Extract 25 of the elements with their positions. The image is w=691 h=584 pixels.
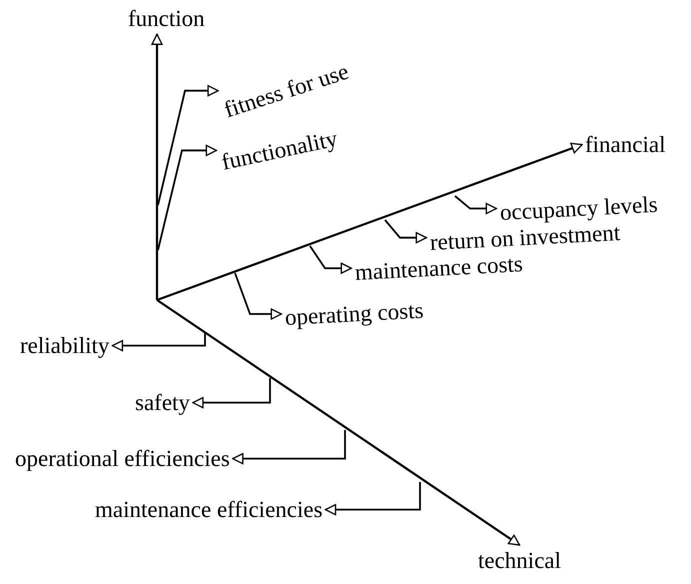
axis-label: maintenance efficiencies — [95, 497, 323, 522]
branch-arrow — [234, 272, 282, 320]
axis-label: safety — [135, 390, 190, 416]
axis-label: functionality — [219, 126, 340, 176]
branch-arrow — [324, 482, 421, 516]
axis-label: occupancy levels — [499, 192, 658, 226]
branch-arrow — [454, 195, 497, 214]
branch-arrow — [232, 430, 346, 464]
axis-label: operating costs — [284, 298, 424, 330]
axis-arrow — [156, 299, 520, 546]
branch-arrow — [157, 85, 219, 206]
branch-arrow — [112, 333, 206, 352]
branch-arrow — [157, 144, 218, 250]
axis-label: operational efficiencies — [15, 446, 230, 472]
axis-label: maintenance costs — [354, 251, 524, 286]
axis-label: function — [128, 6, 205, 32]
axis-label: financial — [585, 132, 666, 158]
branch-arrow — [309, 246, 352, 274]
axis-arrow — [156, 142, 583, 302]
branch-arrow — [192, 378, 271, 408]
branch-arrow — [384, 219, 427, 244]
axis-label: technical — [478, 548, 562, 574]
axis-label: reliability — [20, 333, 110, 358]
axis-arrow — [151, 34, 163, 300]
axis-label: fitness for use — [221, 58, 352, 123]
